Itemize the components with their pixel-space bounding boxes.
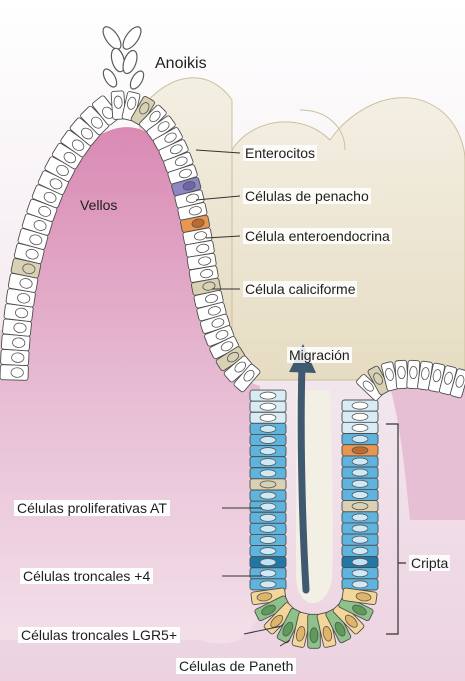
- enteroendocrine-cell-label: Célula enteroendocrina: [243, 228, 392, 244]
- lgr5-stem-cells-label: Células troncales LGR5+: [18, 627, 180, 643]
- crypt-label: Cripta: [409, 555, 450, 571]
- epithelial-cell: [250, 446, 286, 457]
- crypt-left-wall-cells: [250, 390, 286, 590]
- epithelial-cell: [1, 334, 30, 351]
- epithelial-cell: [342, 489, 378, 500]
- epithelial-cell: [250, 423, 286, 434]
- epithelial-cell: [342, 445, 378, 456]
- anoikis-label: Anoikis: [155, 56, 207, 72]
- epithelial-cell: [250, 523, 286, 534]
- epithelial-cell: [250, 546, 286, 557]
- epithelial-cell: [342, 523, 378, 534]
- epithelial-cell: [342, 400, 378, 411]
- goblet-cell-label: Célula caliciforme: [243, 281, 357, 297]
- ta-proliferative-cells-label: Células proliferativas AT: [14, 500, 170, 516]
- epithelial-cell: [342, 557, 378, 568]
- epithelial-cell: [250, 434, 286, 445]
- epithelial-cell: [342, 467, 378, 478]
- epithelial-cell: [342, 434, 378, 445]
- epithelial-cell: [250, 412, 286, 423]
- epithelial-cell: [0, 349, 29, 365]
- epithelial-cell: [342, 501, 378, 512]
- epithelial-cell: [250, 512, 286, 523]
- epithelial-cell: [342, 512, 378, 523]
- epithelial-cell: [342, 422, 378, 433]
- epithelial-cell: [250, 568, 286, 579]
- epithelial-cell: [250, 401, 286, 412]
- migration-label: Migración: [287, 347, 352, 363]
- epithelial-cell: [250, 557, 286, 568]
- epithelial-cell: [250, 468, 286, 479]
- epithelial-cell: [342, 568, 378, 579]
- enterocytes-label: Enterocitos: [243, 145, 317, 161]
- epithelial-cell: [342, 534, 378, 545]
- epithelial-cell: [250, 457, 286, 468]
- paneth-cells-label: Células de Paneth: [176, 658, 296, 674]
- epithelial-cell: [342, 545, 378, 556]
- epithelial-cell: [250, 490, 286, 501]
- epithelial-cell: [250, 534, 286, 545]
- epithelial-cell: [250, 479, 286, 490]
- crypt-right-wall-cells: [342, 400, 378, 590]
- epithelial-cell: [342, 411, 378, 422]
- epithelial-cell: [0, 365, 28, 381]
- plus4-stem-cells-label: Células troncales +4: [20, 568, 153, 584]
- epithelial-cell: [250, 501, 286, 512]
- epithelial-cell: [395, 360, 409, 389]
- tuft-cells-label: Células de penacho: [243, 188, 371, 204]
- epithelial-cell: [342, 456, 378, 467]
- epithelial-cell: [250, 390, 286, 401]
- villi-label: Vellos: [80, 197, 117, 213]
- epithelial-cell: [342, 478, 378, 489]
